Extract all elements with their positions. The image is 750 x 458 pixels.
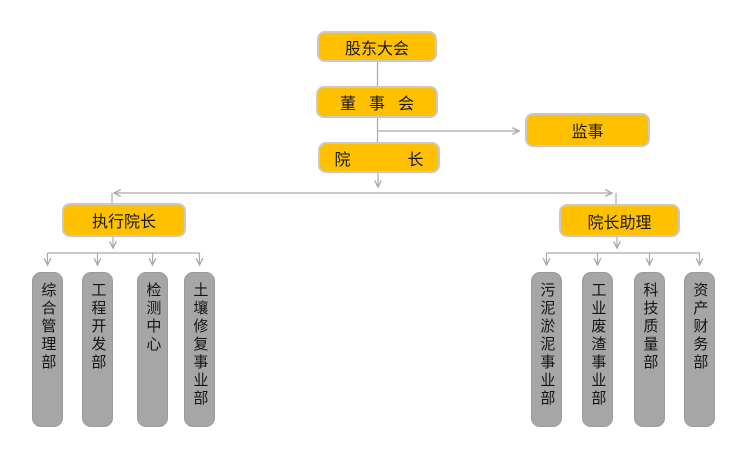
- node-president-assistant: 院长助理: [559, 204, 680, 237]
- dept-tech-quality: 科技质量部: [634, 272, 665, 427]
- dept-industrial-waste: 工业废渣事业部: [582, 272, 613, 427]
- node-president: 院长: [318, 142, 440, 173]
- dept-sludge-silt: 污泥淤泥事业部: [531, 272, 562, 427]
- node-shareholders-meeting: 股东大会: [317, 31, 437, 62]
- dept-asset-finance: 资产财务部: [684, 272, 715, 427]
- dept-label: 工业废渣事业部: [589, 282, 608, 408]
- node-board-of-directors: 董事会: [316, 86, 438, 118]
- dept-label: 污泥淤泥事业部: [538, 282, 557, 408]
- dept-label: 科技质量部: [641, 282, 660, 372]
- dept-label: 资产财务部: [691, 282, 710, 372]
- dept-testing-center: 检测中心: [137, 272, 168, 427]
- dept-label: 工程开发部: [89, 282, 108, 372]
- dept-soil-remediation: 土壤修复事业部: [184, 272, 215, 427]
- dept-label: 土壤修复事业部: [191, 282, 210, 408]
- dept-general-management: 综合管理部: [32, 272, 63, 427]
- dept-engineering-development: 工程开发部: [82, 272, 113, 427]
- dept-label: 检测中心: [144, 282, 163, 354]
- dept-label: 综合管理部: [39, 282, 58, 372]
- node-supervisor: 监事: [525, 113, 650, 147]
- node-executive-president: 执行院长: [62, 203, 186, 237]
